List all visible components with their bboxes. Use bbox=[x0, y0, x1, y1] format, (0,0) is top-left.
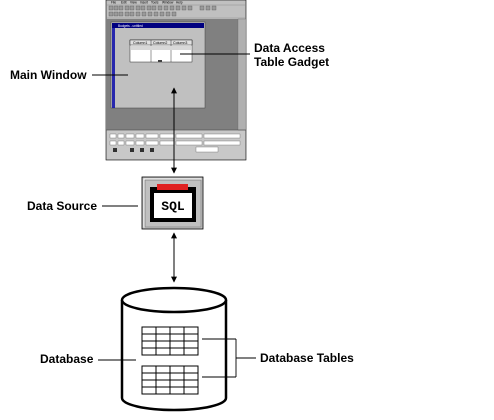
main-window: Budgets - untitled Column1 Column2 Colum… bbox=[110, 21, 206, 109]
data-access-table-gadget[interactable]: Column1 Column2 Column3 bbox=[129, 39, 193, 63]
sql-data-source-icon: SQL bbox=[141, 176, 204, 230]
label-data-source: Data Source bbox=[27, 199, 97, 213]
menu-item[interactable]: View bbox=[130, 1, 138, 5]
label-database: Database bbox=[40, 352, 94, 366]
menu-item[interactable]: Window bbox=[162, 1, 174, 5]
toolbar bbox=[106, 4, 246, 19]
sql-accent-bar bbox=[157, 184, 188, 190]
label-main-window: Main Window bbox=[10, 68, 87, 82]
menu-item[interactable]: Edit bbox=[121, 1, 127, 5]
database-table-2 bbox=[141, 365, 199, 395]
menu-item[interactable]: Insert bbox=[140, 1, 148, 5]
inner-window-title: Budgets - untitled bbox=[118, 24, 143, 28]
label-database-tables: Database Tables bbox=[260, 351, 354, 365]
column-header: Column1 bbox=[133, 41, 147, 45]
column-header: Column3 bbox=[173, 41, 187, 45]
menu-bar: File Edit View Insert Tools Window Help bbox=[111, 1, 183, 5]
application-screenshot: File Edit View Insert Tools Window Help bbox=[105, 0, 247, 161]
status-area bbox=[106, 129, 246, 159]
scrollbar[interactable] bbox=[237, 18, 247, 131]
menu-item[interactable]: Help bbox=[176, 1, 183, 5]
inner-titlebar bbox=[112, 23, 204, 28]
menu-item[interactable]: File bbox=[111, 1, 116, 5]
database-cylinder bbox=[120, 286, 228, 412]
database-table-1 bbox=[141, 326, 199, 356]
label-data-access-2: Table Gadget bbox=[254, 55, 329, 69]
menu-item[interactable]: Tools bbox=[151, 1, 159, 5]
column-header: Column2 bbox=[153, 41, 167, 45]
sql-text: SQL bbox=[161, 199, 185, 214]
leader-database-tables bbox=[202, 338, 256, 378]
label-data-access-1: Data Access bbox=[254, 41, 325, 55]
